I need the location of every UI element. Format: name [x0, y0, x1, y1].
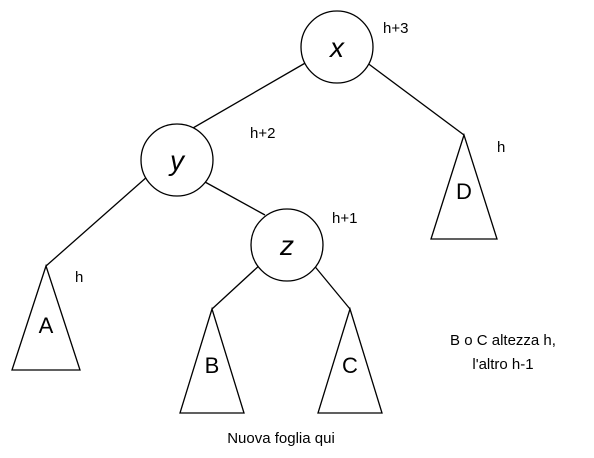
new-leaf-note: Nuova foglia qui	[227, 430, 335, 447]
bc-height-note-line1: B o C altezza h,	[450, 332, 556, 349]
subtree-b: B	[179, 306, 245, 414]
height-label-z: h+1	[332, 210, 357, 227]
height-label-y: h+2	[250, 125, 275, 142]
height-label-a: h	[75, 269, 83, 286]
subtree-a: A	[11, 263, 81, 371]
bc-height-note-line2: l'altro h-1	[472, 356, 533, 373]
node-z-circle	[250, 208, 324, 282]
edge-x-y	[192, 61, 308, 129]
subtree-d-label: D	[456, 179, 472, 204]
edge-y-a	[45, 175, 149, 267]
edge-y-z	[204, 181, 266, 216]
node-y: y	[140, 123, 214, 197]
edge-z-b	[211, 262, 263, 310]
subtree-c: C	[317, 306, 383, 414]
height-label-d: h	[497, 139, 505, 156]
subtree-b-triangle	[179, 306, 245, 414]
height-label-x: h+3	[383, 20, 408, 37]
subtree-b-label: B	[205, 353, 220, 378]
subtree-a-triangle	[11, 263, 81, 371]
subtree-d-triangle	[430, 132, 498, 240]
edge-x-d	[365, 61, 465, 136]
node-x-circle	[300, 10, 374, 84]
node-x-label: x	[328, 32, 345, 63]
node-y-label: y	[168, 145, 186, 176]
subtree-c-triangle	[317, 306, 383, 414]
node-x: x	[300, 10, 374, 84]
edge-z-c	[311, 262, 351, 310]
node-z-label: z	[279, 230, 294, 261]
subtree-a-label: A	[39, 313, 54, 338]
node-z: z	[250, 208, 324, 282]
subtree-c-label: C	[342, 353, 358, 378]
node-y-circle	[140, 123, 214, 197]
subtree-d: D	[430, 132, 498, 240]
